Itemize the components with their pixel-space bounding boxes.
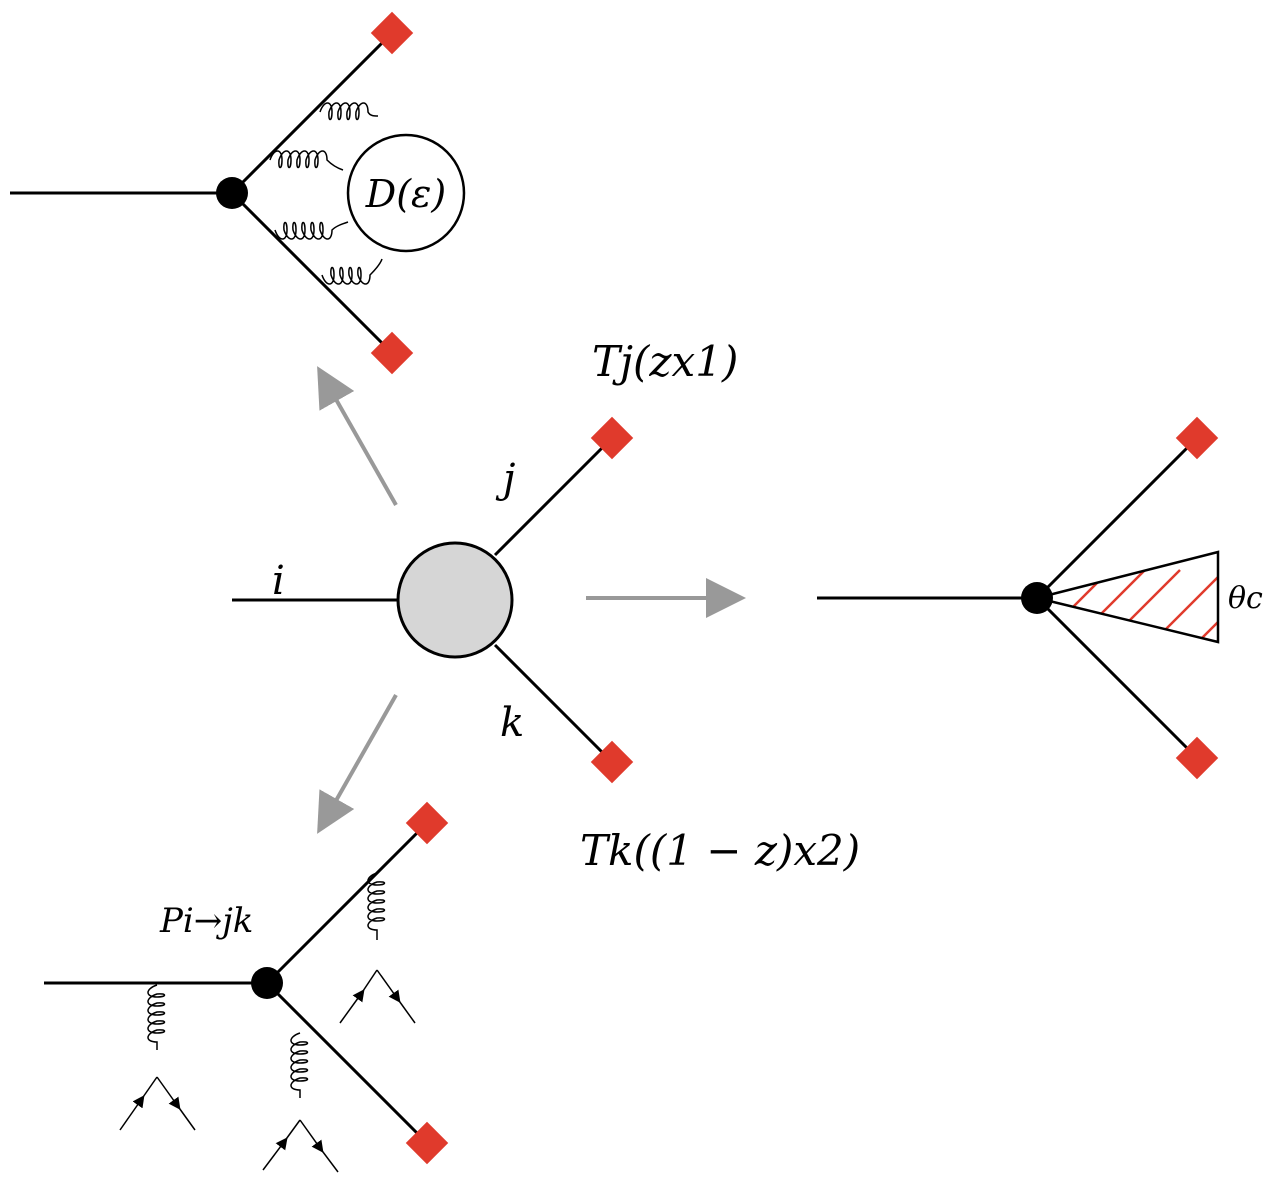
endpoint-diamond-icon bbox=[405, 1121, 449, 1165]
label-tk: Tk((1 − z)x2) bbox=[580, 826, 860, 875]
cone-hatching bbox=[1059, 569, 1218, 641]
lower-jet-line bbox=[230, 191, 394, 355]
cone-outline bbox=[1036, 550, 1220, 644]
upper-jet-line bbox=[265, 821, 429, 985]
soft-blob bbox=[346, 133, 466, 253]
cone-diagram: θc bbox=[817, 416, 1263, 780]
gluon-icon bbox=[269, 150, 344, 171]
label-splitting-function: Pi→jk bbox=[159, 901, 253, 941]
antiquark-line bbox=[376, 969, 401, 1003]
antiquark-line bbox=[156, 1076, 181, 1110]
gluon-icon bbox=[147, 984, 166, 1050]
gluon-icon bbox=[321, 258, 383, 285]
upper-jet-line bbox=[230, 31, 394, 195]
gluon-icon bbox=[319, 102, 379, 121]
upper-jet-line bbox=[1035, 436, 1199, 600]
transition-arrows bbox=[317, 366, 746, 834]
antiquark-line bbox=[319, 1147, 339, 1173]
hard-blob bbox=[396, 541, 514, 659]
arrow-up-left bbox=[317, 366, 398, 506]
quark-line bbox=[360, 969, 378, 995]
vertex-dot-icon bbox=[216, 177, 248, 209]
antiquark-line bbox=[396, 997, 416, 1024]
endpoint-diamond-icon bbox=[370, 331, 414, 375]
endpoint-diamond-icon bbox=[370, 11, 414, 55]
gluon-icon bbox=[274, 221, 349, 240]
antiquark-line bbox=[299, 1119, 324, 1153]
splitting-diagram-bottom: Pi→jk bbox=[44, 801, 449, 1173]
endpoint-diamond-icon bbox=[1175, 416, 1219, 460]
central-diagram: i j k Tj(zx1) Tk((1 − z)x2) bbox=[232, 337, 860, 875]
label-cone-angle: θc bbox=[1228, 581, 1263, 616]
outgoing-line-j bbox=[493, 436, 614, 557]
label-k: k bbox=[500, 700, 524, 746]
lower-jet-line bbox=[1035, 596, 1199, 760]
gluon-icon bbox=[367, 872, 386, 940]
quark-line bbox=[262, 1137, 288, 1171]
vertex-dot-icon bbox=[251, 967, 283, 999]
quark-line bbox=[283, 1119, 301, 1143]
gluon-icon bbox=[290, 1032, 309, 1098]
label-i: i bbox=[272, 558, 285, 604]
quark-line bbox=[140, 1076, 158, 1101]
vertex-dot-icon bbox=[1021, 582, 1053, 614]
label-tj: Tj(zx1) bbox=[592, 337, 738, 386]
lower-jet-line bbox=[265, 981, 429, 1145]
quark-line bbox=[119, 1095, 145, 1131]
quark-line bbox=[339, 989, 365, 1024]
endpoint-diamond-icon bbox=[1175, 736, 1219, 780]
outgoing-line-k bbox=[493, 643, 614, 764]
antiquark-line bbox=[176, 1104, 196, 1131]
soft-diagram: D(ε) bbox=[10, 11, 466, 375]
label-soft-function: D(ε) bbox=[365, 172, 447, 216]
label-j: j bbox=[495, 456, 515, 502]
arrow-down-left bbox=[317, 694, 398, 834]
